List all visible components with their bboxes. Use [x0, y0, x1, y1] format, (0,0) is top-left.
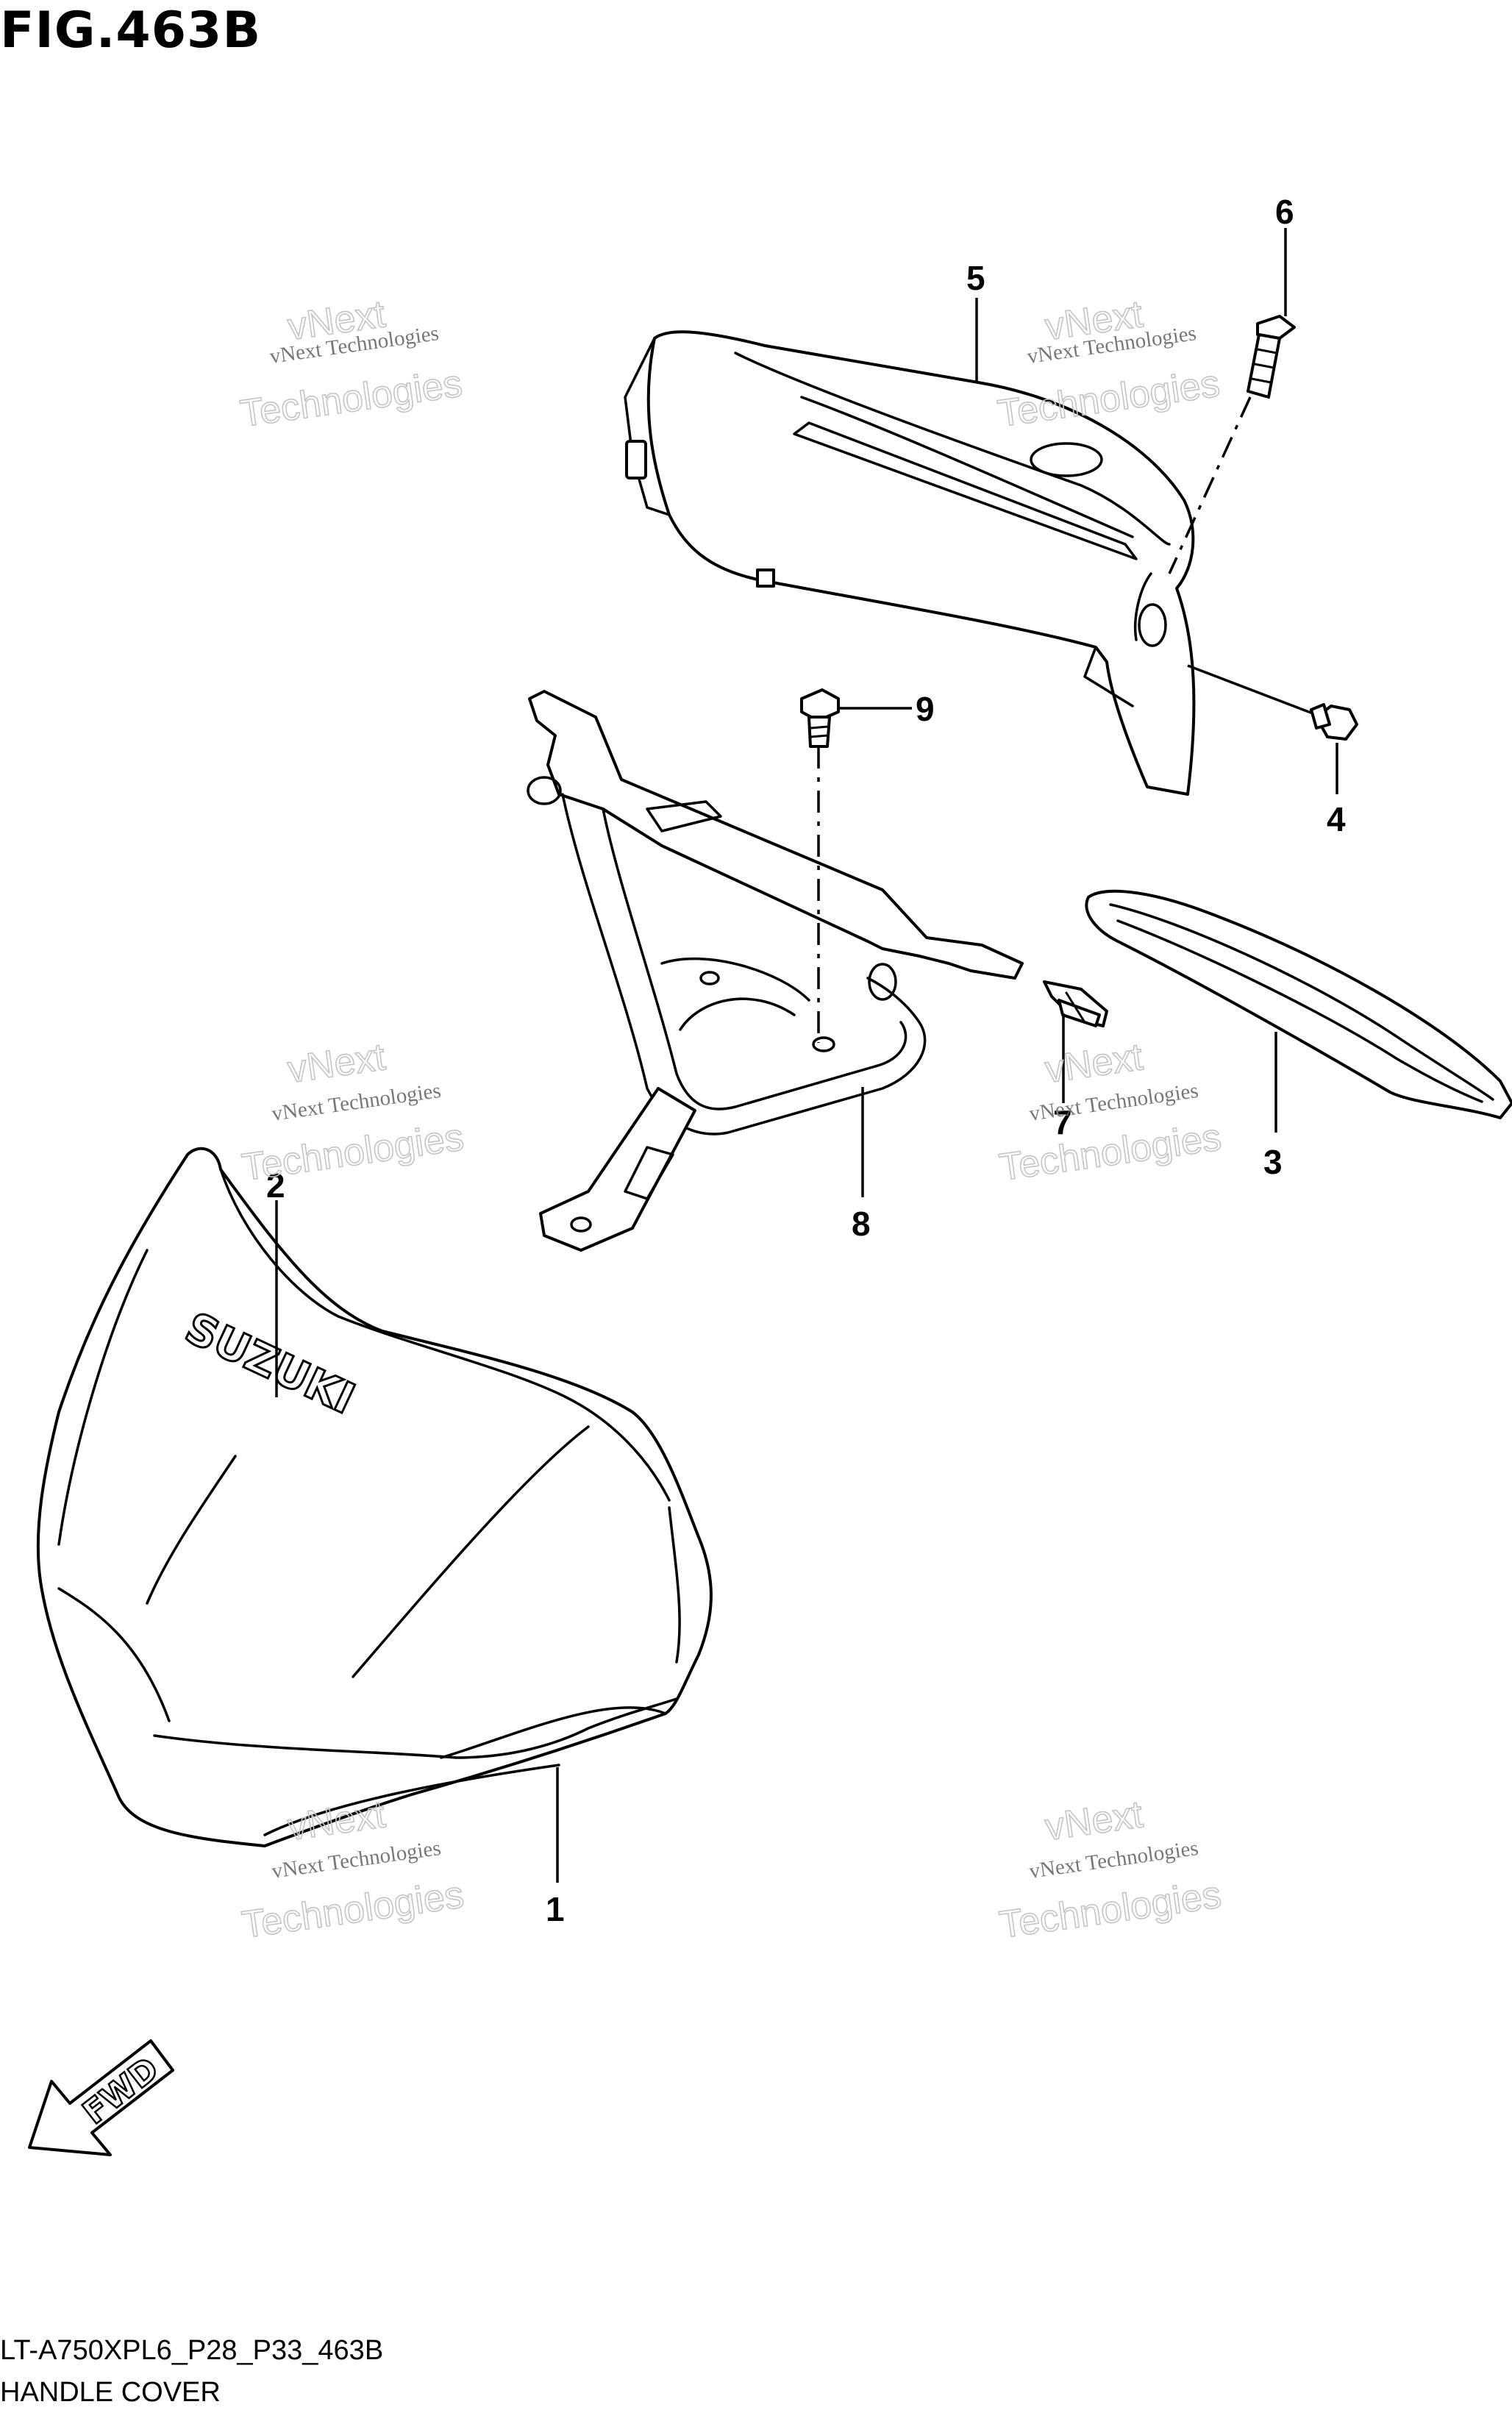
svg-text:vNext: vNext	[1043, 1035, 1146, 1091]
part-7-clip	[1043, 980, 1108, 1027]
part-5-upper-cover	[624, 330, 1196, 796]
callout-2: 2	[266, 1166, 285, 1205]
watermark-top-left: vNext vNext Technologies Technologies	[238, 292, 466, 436]
callout-8: 8	[852, 1205, 871, 1243]
svg-text:vNext: vNext	[1043, 1793, 1146, 1849]
callout-4: 4	[1327, 800, 1346, 838]
figure-title: FIG.463B	[0, 1, 261, 60]
watermark-mid-left: vNext vNext Technologies Technologies	[239, 1035, 467, 1190]
svg-text:Technologies: Technologies	[239, 1116, 466, 1189]
svg-text:Technologies: Technologies	[996, 1116, 1224, 1189]
svg-text:Technologies: Technologies	[995, 362, 1222, 435]
callout-5: 5	[966, 259, 985, 297]
callout-3: 3	[1263, 1143, 1283, 1181]
part-4-clip	[1310, 703, 1358, 741]
svg-text:Technologies: Technologies	[238, 362, 465, 435]
figure-name: HANDLE COVER	[0, 2377, 221, 2408]
svg-text:Technologies: Technologies	[996, 1873, 1224, 1947]
callout-6: 6	[1275, 193, 1294, 231]
svg-text:vNext: vNext	[285, 1035, 388, 1091]
callout-9: 9	[916, 690, 935, 728]
watermark-bottom-right: vNext vNext Technologies Technologies	[996, 1792, 1224, 1947]
callout-1: 1	[546, 1890, 565, 1928]
part-9-bolt	[800, 688, 840, 748]
svg-text:Technologies: Technologies	[239, 1873, 466, 1947]
callout-7: 7	[1053, 1103, 1072, 1141]
figure-code: LT-A750XPL6_P28_P33_463B	[0, 2335, 383, 2366]
part-1-front-cover: SUZUKI	[36, 1147, 713, 1847]
watermark-top-right: vNext vNext Technologies Technologies	[995, 292, 1223, 436]
leader-lines	[275, 228, 1338, 1883]
fwd-arrow: FWD	[28, 2039, 174, 2156]
watermark-mid-right: vNext vNext Technologies Technologies	[996, 1035, 1224, 1190]
part-3-trim	[1085, 889, 1512, 1119]
part-6-screw	[1247, 315, 1296, 399]
part-8-bracket	[527, 690, 1024, 1252]
